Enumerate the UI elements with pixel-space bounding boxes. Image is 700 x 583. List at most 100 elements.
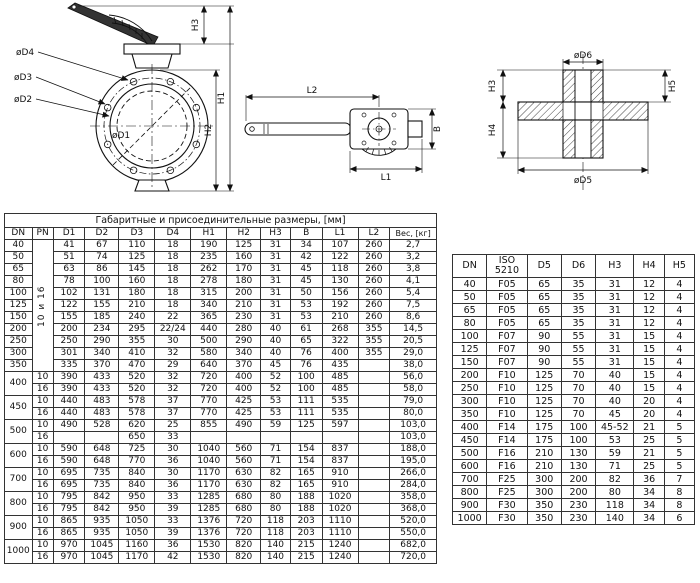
data-cell: 10 [31, 515, 54, 528]
data-cell: 520 [118, 371, 156, 384]
valve-neck [131, 53, 173, 69]
centerlines [90, 64, 214, 190]
data-cell: 1000 [451, 511, 488, 525]
data-cell: 71 [260, 443, 291, 456]
data-cell: 200 [52, 323, 86, 336]
data-cell: 725 [118, 443, 156, 456]
data-cell: 20,5 [389, 335, 437, 348]
data-cell: F16 [486, 459, 528, 473]
data-cell: 315 [190, 287, 228, 300]
dimensions-table: Габаритные и присоединительные размеры, … [4, 213, 437, 564]
data-cell: 195,0 [389, 455, 437, 468]
data-cell: 268 [321, 323, 359, 336]
data-cell: 25 [633, 433, 665, 447]
data-cell: 1285 [190, 503, 228, 516]
data-cell [357, 443, 391, 456]
data-cell: 180 [226, 275, 262, 288]
data-cell: 620 [118, 419, 156, 432]
data-cell: 59 [595, 446, 635, 460]
data-cell: 800 [4, 491, 33, 516]
data-cell [357, 551, 391, 564]
data-cell: 520,0 [389, 515, 437, 528]
data-cell: 18 [154, 299, 192, 312]
data-cell: 74 [84, 251, 120, 264]
dimensions-table-header: Габаритные и присоединительные размеры, … [4, 213, 437, 240]
data-cell [357, 527, 391, 540]
data-cell: 65 [451, 303, 488, 317]
data-cell: 100 [84, 275, 120, 288]
data-cell: 590 [52, 455, 86, 468]
bore-lines [574, 70, 592, 158]
data-cell: 4,1 [389, 275, 437, 288]
data-cell: 278 [190, 275, 228, 288]
data-cell: 165 [289, 479, 323, 492]
data-cell [357, 491, 391, 504]
data-cell: 52 [260, 383, 291, 396]
data-cell: 450 [451, 433, 488, 447]
data-cell [357, 419, 391, 432]
data-cell [357, 395, 391, 408]
data-cell: 322 [321, 335, 359, 348]
data-cell: 230 [560, 511, 597, 525]
data-cell: 5 [663, 420, 696, 434]
data-cell: 4 [663, 329, 696, 343]
data-cell: 18 [154, 239, 192, 252]
data-cell: 1040 [190, 443, 228, 456]
data-cell: 262 [190, 263, 228, 276]
data-cell: 720 [226, 527, 262, 540]
data-cell: 80 [595, 485, 635, 499]
data-cell: 400 [321, 347, 359, 360]
data-cell: 260 [357, 287, 391, 300]
data-cell: 8 [663, 498, 696, 512]
data-cell: 210 [321, 311, 359, 324]
gear-sector [361, 148, 397, 156]
data-cell: 55 [560, 329, 597, 343]
data-cell: 15 [633, 368, 665, 382]
header-cell: PN [31, 227, 54, 240]
data-cell: 335 [52, 359, 86, 372]
data-cell: 433 [84, 371, 120, 384]
dim-label-h3: H3 [488, 80, 498, 93]
data-cell: 45-52 [595, 420, 635, 434]
data-cell: 10 [31, 419, 54, 432]
data-cell: 301 [52, 347, 86, 360]
data-cell: 15 [633, 342, 665, 356]
data-cell: 260 [357, 299, 391, 312]
data-cell: 230 [560, 498, 597, 512]
data-cell: 18 [154, 251, 192, 264]
header-cell: D5 [526, 254, 562, 278]
data-cell: 175 [526, 433, 562, 447]
data-cell: 118 [260, 527, 291, 540]
data-cell: 900 [451, 498, 488, 512]
data-cell: 5 [663, 433, 696, 447]
data-cell: 56,0 [389, 371, 437, 384]
data-cell: 203 [289, 527, 323, 540]
dimension-lines [500, 59, 668, 173]
data-cell: 6 [663, 511, 696, 525]
data-cell: 150 [451, 355, 488, 369]
data-cell: 31 [595, 277, 635, 291]
data-cell [357, 503, 391, 516]
data-cell: 18 [154, 263, 192, 276]
data-cell: 154 [289, 455, 323, 468]
data-cell [357, 407, 391, 420]
data-cell: 910 [321, 479, 359, 492]
data-cell: F10 [486, 381, 528, 395]
data-cell: 400 [226, 371, 262, 384]
data-cell: 490 [226, 419, 262, 432]
data-cell: 200 [560, 485, 597, 499]
data-cell: 260 [357, 263, 391, 276]
